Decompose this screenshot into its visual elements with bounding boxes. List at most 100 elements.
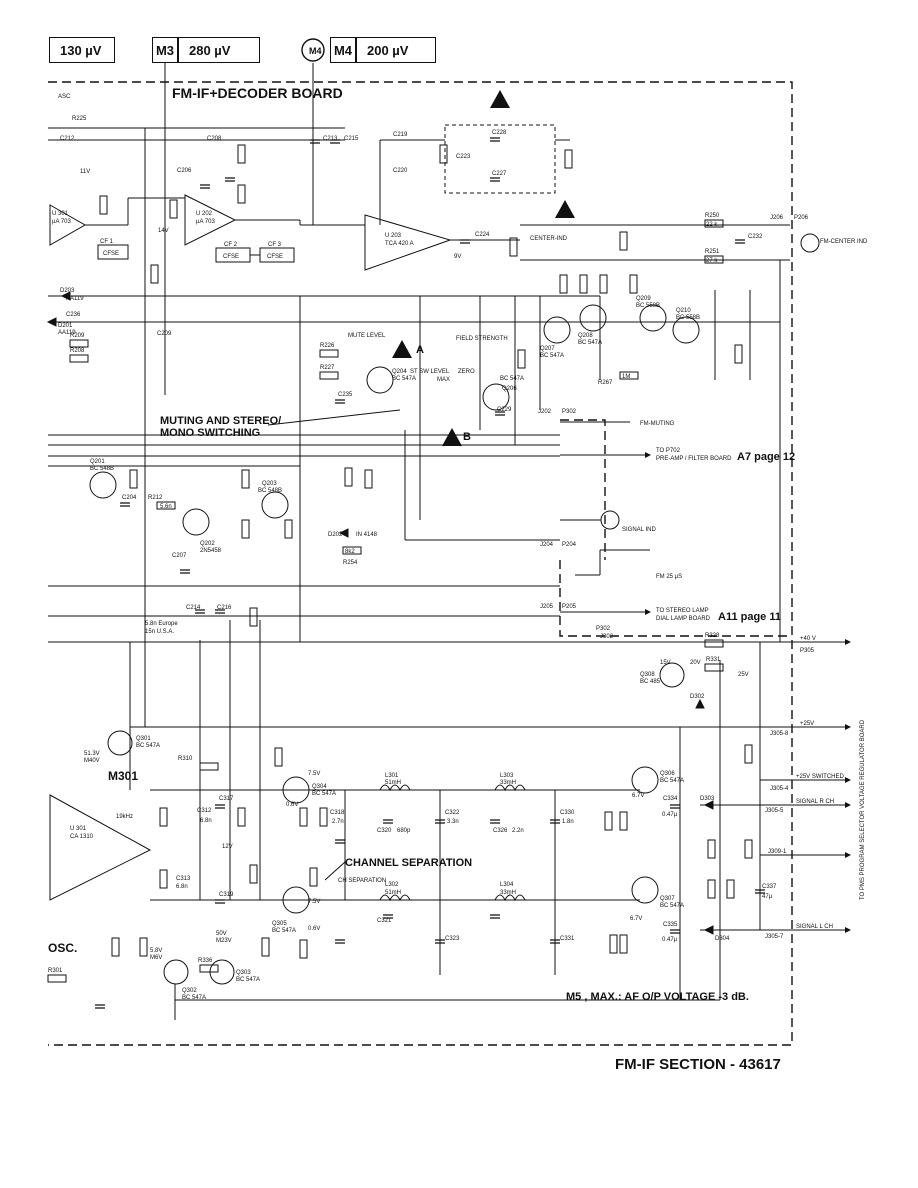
c320-label: C320 [377,828,392,834]
discriminator-coil-box [444,124,556,194]
c229-label: C229 [497,407,512,413]
plus25sw-label: +25V SWITCHED [796,774,845,780]
muting-heading-1: MUTING AND STEREO/ [160,415,281,427]
c227-label: C227 [492,171,507,177]
p702-ref-2: PRE-AMP / FILTER BOARD [656,456,732,462]
q203-type: BC 548B [258,488,282,494]
c219-label: C219 [393,132,408,138]
c215-label: C215 [344,136,359,142]
c209-label: C209 [157,331,172,337]
q210-ref: Q210 [676,308,691,314]
c330-value: 1.8n [562,819,574,825]
c312-value: 6.8n [200,818,212,824]
osc-heading: OSC. [48,941,77,955]
l304-coil [494,894,526,902]
c335-label: C335 [663,922,678,928]
r250-label: R250 [705,213,720,219]
q201-ref: Q201 [90,459,105,465]
c224-label: C224 [475,232,490,238]
q203-transistor [261,491,289,519]
q302-transistor [163,959,189,985]
q210-type: BC 558B [676,315,700,321]
board-outline [48,81,793,1046]
r212-value: 5.6n [160,504,172,510]
c208-label: C208 [207,136,222,142]
j305-4-label: J305-4 [770,786,789,792]
c214-label: C214 [186,605,201,611]
d203-type: AA119 [66,296,84,302]
r251-label: R251 [705,249,720,255]
c326-value: 2.2n [512,828,524,834]
q301-transistor [107,730,133,756]
q204-transistor [366,366,394,394]
m5-note: M5 , MAX.: AF O/P VOLTAGE -3 dB. [566,991,749,1003]
q208-transistor [579,304,607,332]
l304-label: L304 [500,882,514,888]
asc-label: ASC [58,94,71,100]
c334-value: 0.47µ [662,812,678,818]
c313-label: C313 [176,876,191,882]
q206-type: BC 547A [500,376,524,382]
m4-circle-label: M4 [309,46,322,56]
j204-label: J204 [540,542,554,548]
u202-label: U 202 [196,211,213,217]
q307-transistor [631,876,659,904]
j202-label: J202 [538,409,552,415]
q210-transistor [672,316,700,344]
v-9v: 9V [454,254,461,260]
v-15: 15V [660,660,671,666]
meter-m4-value: 200 µV [367,42,409,58]
q207-ref: Q207 [540,346,555,352]
u202-type: µA 703 [196,219,215,225]
c220-label: C220 [393,168,408,174]
p302-label: P302 [562,409,577,415]
v-12: 12V [222,844,233,850]
u203-label: U 203 [385,233,402,239]
fm-center-meter [800,233,820,253]
p204-label: P204 [562,542,577,548]
flag-5 [555,200,575,218]
u202-amp [184,194,237,246]
u203-ic [364,214,452,271]
flag-4-label: 4 [497,99,502,108]
meter-m3-tag: M3 [155,42,175,58]
v-11v: 11V [80,169,90,175]
transistor-labels: Q204 BC 547A BC 547A Q206 Q207 BC 547A Q… [90,296,700,1001]
c318-value: 2.7n [332,819,344,825]
meter-m4-tag-box: M4 [330,37,356,63]
q201-transistor [89,471,117,499]
r251-value: 27 k [706,258,718,264]
capacitors [95,137,765,1009]
board-title: FM-IF+DECODER BOARD [172,85,343,101]
p702-ref-1: TO P702 [656,448,681,454]
q306-transistor [631,766,659,794]
plus40-label: +40 V [800,636,816,642]
a11-ref: A11 page 11 [718,611,781,623]
q308-transistor [659,662,685,688]
q201-type: BC 548B [90,466,114,472]
meter-m3-tag-box: M3 [152,37,178,63]
d201-label: D201 [58,323,73,329]
q202-ref: Q202 [200,541,215,547]
r267-value: 1M [622,374,630,380]
meter-m3-box: 280 µV [178,37,260,63]
plus25-label: +25V [800,721,814,727]
r254-label: R254 [343,560,358,566]
channel-sep-leader [324,861,346,881]
d201-diode [46,317,57,327]
v-67a: 6.7V [632,793,644,799]
q207-type: BC 547A [540,353,564,359]
c204-label: C204 [122,495,137,501]
v-20: 20V [690,660,701,666]
p205-label: P205 [562,604,577,610]
m301-heading: M301 [108,769,138,783]
q306-ref: Q306 [660,771,675,777]
flag-6a-label: 6 [399,349,404,358]
d202-diode [338,528,349,538]
c335-value: 0.47µ [662,937,678,943]
cf3-label: CF 3 [268,242,282,248]
j302-label: J302 [600,634,614,640]
d202-type: IN 4148 [356,532,378,538]
cfse3-label: CFSE [267,254,283,260]
d302-label: D302 [690,694,705,700]
